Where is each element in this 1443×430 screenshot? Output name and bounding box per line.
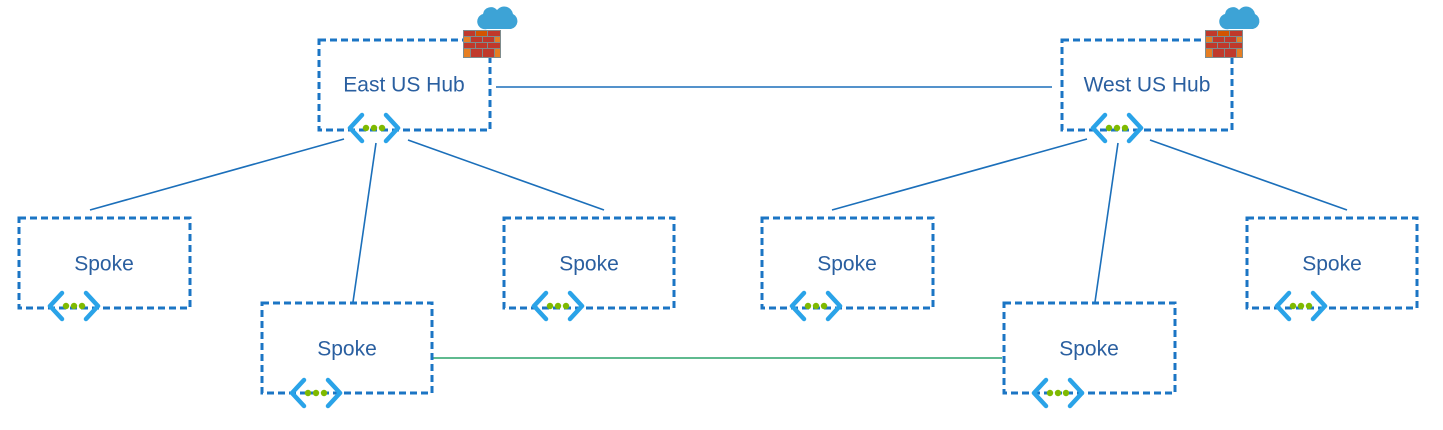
edge-west-hub-spoke-4 [831, 138, 1088, 211]
node-label: East US Hub [343, 74, 464, 97]
firewall-cloud-icon [463, 6, 518, 58]
edge-west-hub-spoke-6 [1149, 139, 1348, 211]
node-spoke-5: Spoke [1002, 301, 1177, 406]
node-spoke-1: Spoke [17, 216, 192, 319]
edge-east-hub-spoke-1 [89, 138, 345, 211]
node-label: Spoke [817, 253, 877, 276]
node-spoke-4: Spoke [760, 216, 935, 319]
node-east-us-hub: East US Hub [317, 6, 518, 141]
node-label: West US Hub [1084, 74, 1211, 97]
node-label: Spoke [317, 338, 377, 361]
edge-east-hub-spoke-2 [352, 142, 377, 303]
node-label: Spoke [1302, 253, 1362, 276]
firewall-cloud-icon [1205, 6, 1260, 58]
node-spoke-2: Spoke [260, 301, 434, 406]
node-label: Spoke [559, 253, 619, 276]
node-spoke-3: Spoke [502, 216, 676, 319]
node-west-us-hub: West US Hub [1060, 6, 1260, 141]
edge-east-hub-spoke-3 [407, 139, 605, 211]
node-label: Spoke [1059, 338, 1119, 361]
edge-west-hub-spoke-5 [1094, 142, 1119, 303]
node-spoke-6: Spoke [1245, 216, 1419, 319]
node-label: Spoke [74, 253, 134, 276]
